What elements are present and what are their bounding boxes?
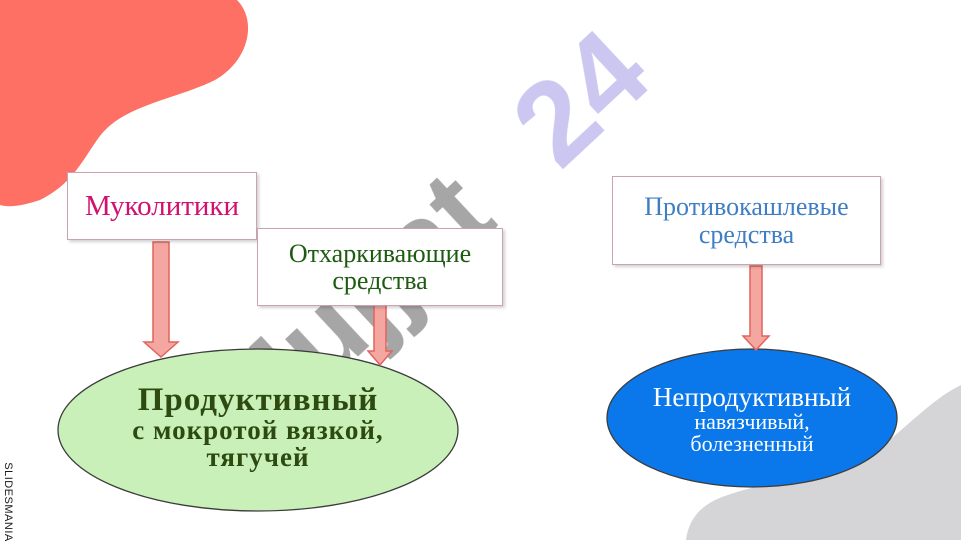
unproductive-title: Непродуктивный [652, 382, 852, 412]
arrow-expectorants-to-productive [366, 304, 394, 367]
expectorants-label-line1: Отхаркивающие [288, 238, 472, 268]
antitussive-label-line1: Противокашлевые [644, 192, 849, 222]
expectorants-label-line2: средства [332, 266, 428, 295]
ellipse-unproductive [606, 348, 898, 488]
unproductive-description-line1: навязчивый, [694, 409, 810, 434]
mucolytics-label: Муколитики [84, 189, 240, 222]
antitussive-label-line2: средства [698, 219, 795, 249]
arrow-mucolytics-to-productive [142, 241, 180, 359]
productive-description-line1: с мокротой вязкой, [132, 415, 384, 445]
arrow-antitussive-to-unproductive [741, 265, 771, 352]
productive-description-line2: тягучей [206, 442, 310, 472]
side-label: SLIDESMANIA [2, 462, 14, 542]
gray-blob-decoration [686, 385, 961, 540]
box-mucolytics: Муколитики [67, 172, 257, 240]
unproductive-description-line2: болезненный [690, 431, 814, 456]
coral-blob-decoration [0, 0, 249, 207]
box-antitussive: Противокашлевые средства [612, 176, 881, 265]
unproductive-cough-text: Непродуктивный навязчивый, болезненный [610, 384, 894, 455]
watermark-text-purple: 24 [488, 5, 674, 191]
ellipse-productive [57, 348, 459, 512]
productive-cough-text: Продуктивный с мокротой вязкой, тягучей [68, 384, 448, 471]
productive-title: Продуктивный [137, 382, 379, 418]
box-expectorants: Отхаркивающие средства [257, 228, 503, 306]
